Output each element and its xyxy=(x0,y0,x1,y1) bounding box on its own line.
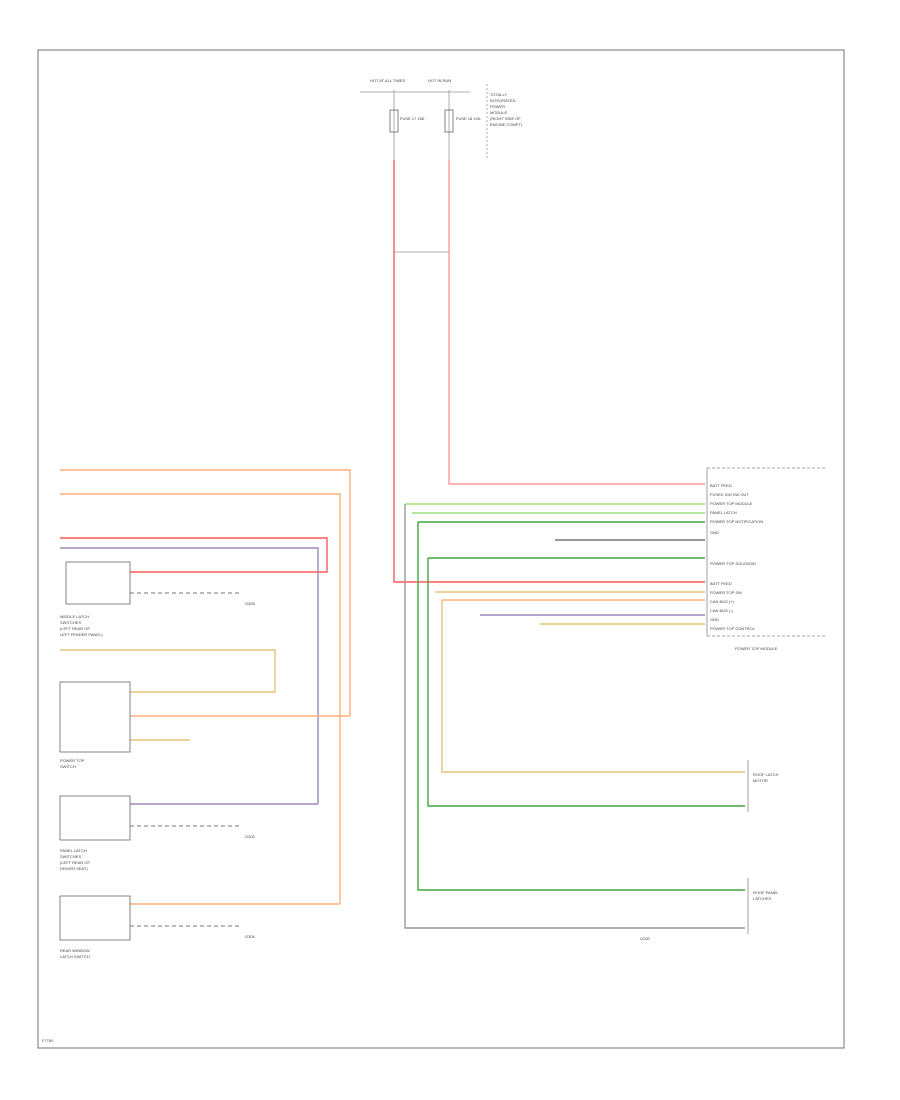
ground-g200: G200 xyxy=(640,936,651,941)
left-components: MIDDLE LATCH SWITCHES (LEFT REAR OF LEFT… xyxy=(59,561,131,959)
fuse-18-label: HOT IN RUN xyxy=(428,78,451,83)
fuse-panel-label-2: INTEGRATED xyxy=(490,98,516,103)
module-pin-13: POWER TOP CONTROL xyxy=(710,626,756,631)
module-pin-6: GND xyxy=(710,530,719,535)
panel-latch-label-1: PANEL LATCH xyxy=(60,848,87,853)
module-pin-12: GND xyxy=(710,617,719,622)
roof-panel-latches-1: ROOF PANEL xyxy=(753,890,779,895)
middle-latch-switch-box xyxy=(65,561,131,605)
fuse-panel-label-6: ENGINE COMPT) xyxy=(490,122,523,127)
fuse-17-label: HOT AT ALL TIMES xyxy=(370,78,405,83)
roof-panel-latches-2: LATCHES xyxy=(753,896,771,901)
fuse-17-rating: FUSE 17 15A xyxy=(400,116,425,121)
panel-latch-label-3: (LEFT REAR OF xyxy=(60,860,90,865)
module-pin-2: FUSED IGN SW OUT xyxy=(710,492,749,497)
left-grounds: G305 G302 G304 xyxy=(130,592,256,939)
module-pin-1: BATT FEED xyxy=(710,483,732,488)
module-pin-11: CAN BUS (-) xyxy=(710,608,734,613)
middle-latch-label-1: MIDDLE LATCH xyxy=(60,614,89,619)
module-title: POWER TOP MODULE xyxy=(735,646,778,651)
roof-latch-motor-2: MOTOR xyxy=(753,778,768,783)
middle-latch-label-2: SWITCHES xyxy=(60,620,81,625)
module-pin-7: POWER TOP SOLENOID xyxy=(710,561,756,566)
panel-latch-label-4: DRIVER SEAT) xyxy=(60,866,88,871)
ground-g304: G304 xyxy=(245,934,256,939)
middle-latch-label-3: (LEFT REAR OF xyxy=(60,626,90,631)
fuse-panel-label-3: POWER xyxy=(490,104,505,109)
ground-g302: G302 xyxy=(245,834,256,839)
roof-latch-motor-1: ROOF LATCH xyxy=(753,772,779,777)
left-wires xyxy=(60,469,351,905)
ign-feed-wire xyxy=(448,160,705,485)
module-pin-10: CAN BUS (+) xyxy=(710,599,735,604)
rear-window-label-2: LATCH SWITCH xyxy=(60,954,90,959)
footer-code: F7760 xyxy=(42,1038,54,1043)
power-top-switch-box xyxy=(59,681,131,753)
right-vertical-wires xyxy=(404,504,745,929)
module-input-wires xyxy=(405,503,705,625)
module-pin-3: POWER TOP MODULE xyxy=(710,501,753,506)
module-pin-5: POWER TOP NOTIFICATION xyxy=(710,519,763,524)
ground-g305: G305 xyxy=(245,601,256,606)
panel-latch-switch-box xyxy=(59,795,131,841)
batt-feed-wire xyxy=(393,160,705,583)
panel-latch-label-2: SWITCHES xyxy=(60,854,81,859)
rear-window-label-1: REAR WINDOW xyxy=(60,948,90,953)
middle-latch-label-4: LEFT FENDER PANEL) xyxy=(60,632,103,637)
fuse-panel-label-1: TOTALLY xyxy=(490,92,507,97)
module-pin-9: POWER TOP SW xyxy=(710,590,742,595)
fuse-panel-label-4: MODULE xyxy=(490,110,507,115)
right-components: ROOF LATCH MOTOR ROOF PANEL LATCHES G200 xyxy=(640,760,779,941)
fuse-18-rating: FUSE 18 10A xyxy=(456,116,481,121)
fuse-17-symbol xyxy=(389,109,399,133)
top-fuse-block: HOT AT ALL TIMES FUSE 17 15A HOT IN RUN … xyxy=(360,78,523,160)
diagram-frame xyxy=(37,49,845,1049)
power-top-switch-label-1: POWER TOP xyxy=(60,758,85,763)
power-top-switch-label-2: SWITCH xyxy=(60,764,76,769)
fuse-panel-label-5: (RIGHT SIDE OF xyxy=(490,116,521,121)
rear-window-switch-box xyxy=(59,895,131,941)
main-feed-wires xyxy=(393,160,705,583)
module-pin-4: PANEL LATCH xyxy=(710,510,737,515)
fuse-18-symbol xyxy=(444,109,454,133)
power-top-module: BATT FEED FUSED IGN SW OUT POWER TOP MOD… xyxy=(706,467,826,651)
module-pin-8: BATT FEED xyxy=(710,581,732,586)
